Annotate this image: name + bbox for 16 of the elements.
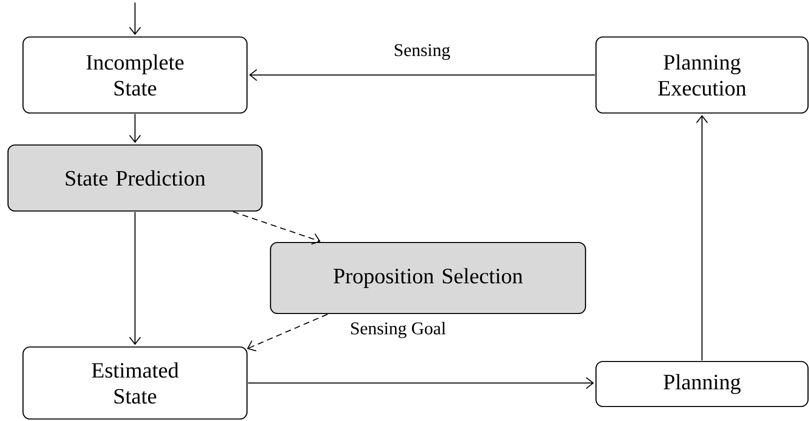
arrow	[129, 114, 141, 143]
process-box: State Prediction	[7, 144, 263, 212]
arrow	[696, 115, 708, 361]
arrow	[232, 211, 321, 245]
arrow	[129, 212, 141, 345]
process-box: Estimated State	[22, 346, 248, 420]
process-box: Proposition Selection	[270, 242, 586, 314]
edge-label: Sensing Goal	[348, 320, 448, 340]
edge-label: Sensing	[392, 43, 452, 61]
process-box: Planning Execution	[595, 36, 809, 114]
arrow	[249, 69, 596, 81]
process-box: Planning	[595, 360, 809, 408]
arrow	[248, 377, 594, 389]
arrow	[129, 2, 141, 35]
process-box: Incomplete State	[22, 36, 248, 114]
arrow	[246, 314, 328, 352]
